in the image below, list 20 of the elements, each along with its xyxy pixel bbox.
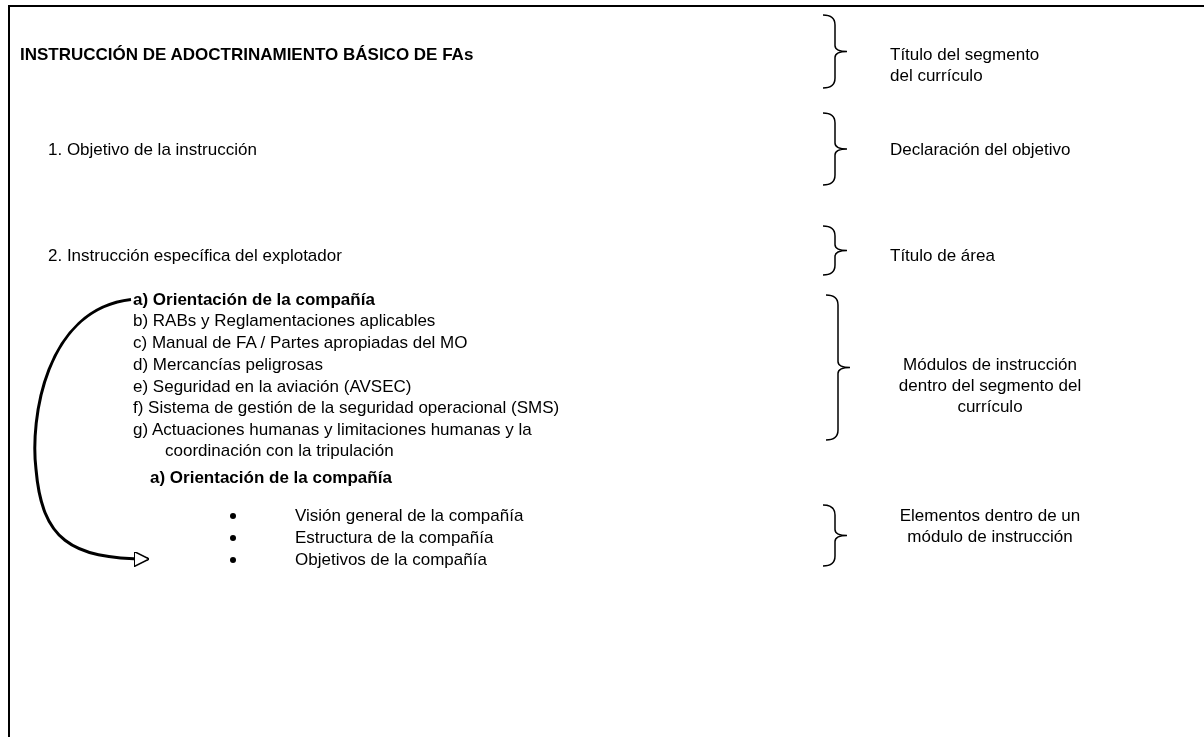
list-item: d) Mercancías peligrosas (133, 354, 323, 375)
annotation-text: Título del segmento del currículo (890, 44, 1041, 86)
section-heading: 1. Objetivo de la instrucción (48, 139, 257, 160)
list-item: c) Manual de FA / Partes apropiadas del MO (133, 332, 468, 353)
list-item: e) Seguridad en la aviación (AVSEC) (133, 376, 412, 397)
section-heading: 2. Instrucción específica del explotador (48, 245, 342, 266)
module-heading: a) Orientación de la compañía (150, 467, 392, 488)
annotation-text: Título de área (890, 245, 995, 266)
bullet-item: Objetivos de la compañía (295, 549, 487, 570)
list-item: g) Actuaciones humanas y limitaciones humanas y la coordinación con la tripulación (133, 419, 533, 461)
list-item: b) RABs y Reglamentaciones aplicables (133, 310, 436, 331)
annotation-text: Módulos de instrucción dentro del segmento del currículo (897, 354, 1083, 417)
list-item: f) Sistema de gestión de la seguridad operacional (SMS) (133, 397, 560, 418)
annotation-text: Elementos dentro de un módulo de instrucción (898, 505, 1082, 547)
title-text: INSTRUCCIÓN DE ADOCTRINAMIENTO BÁSICO DE FAs (20, 44, 474, 65)
annotation-text: Declaración del objetivo (890, 139, 1071, 160)
bullet-item: Estructura de la compañía (295, 527, 494, 548)
bullet-item: Visión general de la compañía (295, 505, 524, 526)
list-item: a) Orientación de la compañía (133, 289, 375, 310)
curved-arrow (33, 298, 150, 567)
